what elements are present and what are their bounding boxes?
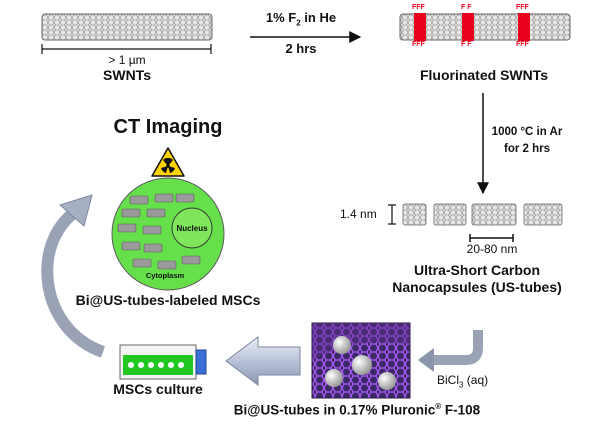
nucleus-shape — [171, 207, 213, 249]
ct-imaging-title: CT Imaging — [113, 116, 223, 138]
us-tube-cluster — [117, 223, 137, 233]
bi-particle — [333, 336, 351, 354]
fluorine-mark-bottom-2: F F — [461, 41, 472, 48]
us-tube-1 — [402, 203, 427, 226]
us-tube-cluster — [121, 241, 141, 251]
fluorinated-band-1 — [414, 13, 426, 41]
length-scale-arrow — [41, 44, 212, 54]
diameter-label: 1.4 nm — [340, 207, 377, 221]
fluorinated-swnt-tube — [399, 13, 571, 41]
us-tubes-label-line2: Nanocapsules (US-tubes) — [392, 279, 562, 295]
capsule-length-label: 20-80 nm — [466, 242, 518, 256]
fluorination-time: 2 hrs — [285, 41, 317, 56]
fluorinated-band-3 — [518, 13, 530, 41]
fluorinated-swnt-label: Fluorinated SWNTs — [419, 67, 549, 83]
swnt-label: SWNTs — [103, 67, 151, 83]
annealing-temperature: 1000 °C in Ar — [491, 126, 563, 138]
fluorine-mark-bottom-3: FFF — [516, 41, 529, 48]
us-tube-cluster — [132, 258, 152, 268]
us-tubes-label-line1: Ultra-Short Carbon — [414, 262, 540, 278]
fluorine-mark-top-1: FFF — [412, 4, 425, 11]
labeled-msc-label: Bi@US-tubes-labeled MSCs — [75, 292, 261, 308]
fluorinated-band-2 — [462, 13, 474, 41]
culture-flask — [119, 344, 207, 380]
fluorine-mark-top-3: FFF — [516, 4, 529, 11]
us-tube-3 — [471, 203, 517, 226]
us-tube-cluster — [154, 193, 174, 203]
cytoplasm-label: Cytoplasm — [145, 271, 185, 280]
us-tube-cluster — [181, 255, 201, 265]
us-tube-2 — [433, 203, 467, 226]
return-arrow-head — [58, 194, 93, 227]
bicl3-arrow-head — [418, 348, 434, 372]
us-tube-cluster — [129, 195, 149, 205]
radiation-hazard-icon — [151, 147, 185, 177]
length-scale-bar — [469, 234, 514, 242]
us-tube-cluster — [157, 260, 177, 270]
bi-us-tubes-label: Bi@US-tubes in 0.17% Pluronic® F-108 — [233, 402, 481, 418]
swnt-tube — [41, 13, 213, 41]
bicl3-arrow — [432, 330, 483, 365]
us-tube-cluster — [175, 193, 195, 203]
us-tube-cluster — [121, 208, 141, 218]
bi-particle — [325, 369, 343, 387]
transfer-arrow — [225, 336, 301, 386]
return-arrow — [41, 207, 106, 358]
us-tube-cluster — [143, 243, 163, 253]
fluorination-conditions: 1% F2 in He — [265, 10, 337, 28]
us-tubes — [402, 203, 563, 226]
msc-culture-label: MSCs culture — [113, 381, 203, 397]
bi-us-tubes-graphic — [311, 322, 411, 399]
bicl3-label: BiCl3 (aq) — [437, 373, 489, 390]
diameter-scale-bar — [388, 204, 396, 225]
us-tube-cluster — [146, 208, 166, 218]
fluorine-mark-bottom-1: FFF — [412, 41, 425, 48]
annealing-duration: for 2 hrs — [503, 143, 551, 155]
swnt-length-label: > 1 µm — [108, 53, 146, 67]
labeled-msc-cell — [111, 177, 225, 291]
bi-particle — [378, 372, 396, 390]
us-tube-4 — [523, 203, 563, 226]
nucleus-label: Nucleus — [176, 224, 208, 233]
us-tube-cluster — [142, 225, 162, 235]
fluorine-mark-top-2: F F — [461, 4, 472, 11]
bi-particle — [352, 355, 372, 375]
